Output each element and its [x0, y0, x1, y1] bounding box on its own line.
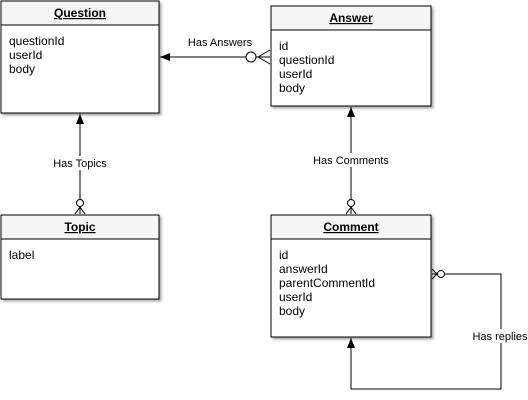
comment-field-answerid: answerId	[279, 262, 328, 276]
entity-answer[interactable]: Answer id questionId userId body	[270, 5, 432, 107]
comment-field-userid: userId	[279, 290, 312, 304]
has-topics-label: Has Topics	[53, 158, 107, 170]
relation-has-replies[interactable]: Has replies	[347, 268, 528, 390]
topic-title: Topic	[64, 220, 95, 234]
answer-header	[270, 5, 432, 31]
has-comments-label-bg	[310, 153, 392, 167]
question-field-questionid: questionId	[9, 34, 64, 48]
has-answers-label: Has Answers	[188, 37, 253, 49]
zero-circle-icon	[347, 199, 355, 207]
relation-has-comments[interactable]: Has Comments	[310, 107, 392, 215]
arrowhead-icon	[160, 53, 170, 61]
question-field-body: body	[9, 62, 35, 76]
answer-title: Answer	[329, 11, 373, 25]
answer-field-questionid: questionId	[279, 53, 334, 67]
zero-circle-icon	[245, 51, 257, 63]
comment-field-body: body	[279, 304, 305, 318]
topic-header	[0, 214, 160, 240]
comment-title: Comment	[323, 220, 378, 234]
crowfoot-icon	[345, 206, 357, 215]
has-replies-label: Has replies	[472, 331, 528, 343]
entity-question[interactable]: Question questionId userId body	[0, 0, 160, 114]
question-header	[0, 0, 160, 26]
comment-header	[270, 214, 432, 240]
zero-circle-icon	[437, 270, 445, 278]
relation-has-topics[interactable]: Has Topics	[50, 114, 110, 215]
arrowhead-icon	[76, 114, 84, 124]
comment-field-parentcommentid: parentCommentId	[279, 276, 375, 290]
zero-circle-icon	[76, 199, 84, 207]
crowfoot-icon	[74, 206, 86, 215]
crowfoot-icon	[431, 268, 438, 280]
entity-topic[interactable]: Topic label	[0, 214, 160, 300]
has-comments-label: Has Comments	[313, 155, 389, 167]
question-field-userid: userId	[9, 48, 42, 62]
topic-field-label: label	[9, 248, 34, 262]
arrowhead-icon	[347, 338, 355, 348]
answer-field-userid: userId	[279, 67, 312, 81]
has-replies-line	[350, 273, 502, 390]
arrowhead-icon	[347, 107, 355, 117]
crowfoot-icon	[257, 49, 271, 65]
has-topics-label-bg	[50, 156, 110, 170]
relation-has-answers[interactable]: Has Answers	[160, 35, 271, 65]
comment-field-id: id	[279, 248, 288, 262]
has-replies-label-bg	[470, 329, 528, 343]
answer-field-id: id	[279, 39, 288, 53]
question-title: Question	[54, 6, 106, 20]
answer-field-body: body	[279, 81, 305, 95]
has-answers-label-bg	[186, 35, 254, 49]
entity-comment[interactable]: Comment id answerId parentCommentId user…	[270, 214, 432, 338]
